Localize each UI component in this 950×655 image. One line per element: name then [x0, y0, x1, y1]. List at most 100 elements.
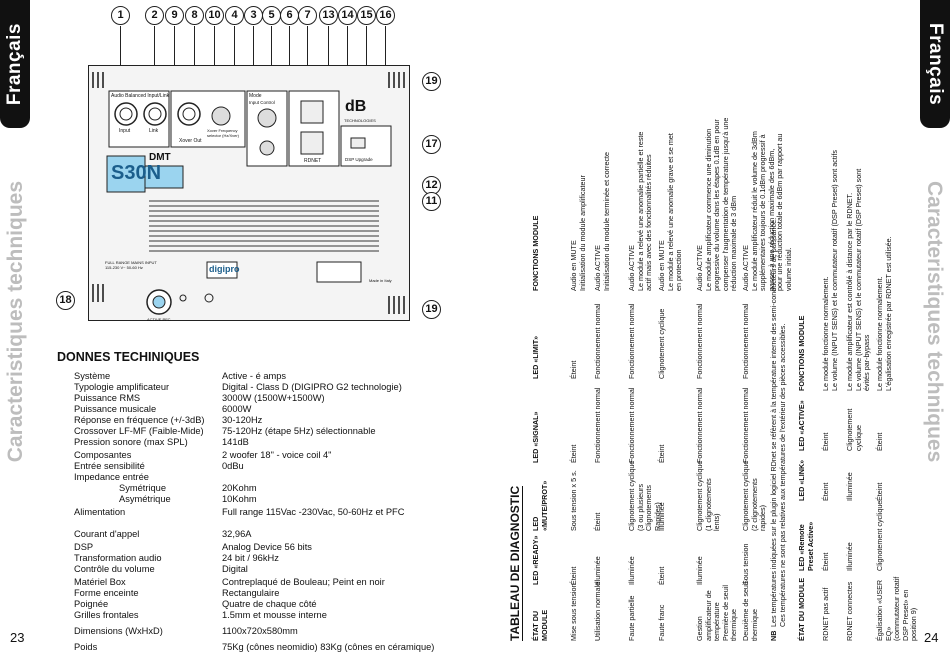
spec-value: 1100x720x580mm [222, 626, 298, 636]
callout-leader [289, 26, 290, 88]
spec-label: Réponse en fréquence (+/-3dB) [74, 415, 205, 425]
spec-label: Matériel Box [74, 577, 126, 587]
callout-number: 19 [422, 72, 441, 91]
table1-cell: Illuminée [695, 556, 704, 585]
callout-number: 17 [422, 135, 441, 154]
callout-number: 5 [262, 6, 281, 25]
spec-value: 6000W [222, 404, 252, 414]
callout-leader [366, 26, 367, 88]
table1-header: LED «MUTE/PROT» [531, 480, 549, 531]
table1-cell: Illuminée [593, 556, 602, 585]
spec-label: Asymétrique [119, 494, 171, 504]
table1-cell: Fonctionnement normal [741, 303, 750, 379]
callout-number: 8 [185, 6, 204, 25]
table1-cell: Éteint [593, 512, 602, 531]
callout-number: 1 [111, 6, 130, 25]
table1-cell: Éteint [569, 444, 578, 463]
spec-label: DSP [74, 542, 94, 552]
callout-number: 2 [145, 6, 164, 25]
spec-value: Active - é amps [222, 371, 287, 381]
panel-model-label: S30N [111, 162, 162, 184]
language-tab-left: Français [0, 0, 30, 128]
panel-rdnet-label: RDNET [304, 158, 322, 164]
callout-leader [154, 26, 155, 92]
side-title-text: Caracteristiques techniques [923, 181, 946, 463]
note-text: Les températures indiquées sur le plugin… [769, 217, 787, 627]
callout-leader [174, 26, 175, 96]
table1-cell: Deuxième de seuil thermique [741, 581, 759, 641]
spec-label: Typologie amplificateur [74, 382, 170, 392]
table1-cell: Audio en MUTE Initialisation du module a… [569, 175, 587, 291]
spec-value: Digital - Class D (DIGIPRO G2 technologi… [222, 382, 402, 392]
spec-value: Digital [222, 564, 248, 574]
spec-value: 24 bit / 96kHz [222, 553, 279, 563]
table1-cell: Clignotement cyclique (2 clignotements r… [741, 460, 768, 531]
table2-cell: Le module fonctionne normalement. L'égal… [875, 236, 893, 391]
table2-cell: Éteint [821, 432, 830, 451]
table2-cell: Illuminée [845, 542, 854, 571]
spec-label: Poignée [74, 599, 109, 609]
table1-header: ÉTAT DU MODULE [531, 609, 549, 641]
table2-cell: Le module fonctionne normalement. Le vol… [821, 150, 839, 391]
table1-cell: Illuminée [627, 556, 636, 585]
language-tab-right: Français [920, 0, 950, 128]
table1-cell: Gestion amplificateur de température Pre… [695, 585, 739, 641]
spec-value: 30-120Hz [222, 415, 263, 425]
callout-number: 13 [319, 6, 338, 25]
table1-cell: Sous tension [741, 543, 750, 585]
callout-leader [385, 26, 386, 92]
table1-cell: Fonctionnement normal [741, 387, 750, 463]
table1-cell: Faute franc [657, 604, 666, 641]
spec-label: Puissance musicale [74, 404, 157, 414]
callout-number: 11 [422, 192, 441, 211]
table1-cell: Éteint [569, 566, 578, 585]
table2-header: FONCTIONS MODULE [797, 315, 806, 391]
spec-label: Système [74, 371, 111, 381]
callout-leader [271, 26, 272, 100]
language-tab-label: Français [4, 22, 25, 106]
page-number-left: 23 [10, 630, 25, 645]
panel-db-sub: TECHNOLOGIES [344, 118, 376, 123]
spec-label: Crossover LF-MF (Faible-Mide) [74, 426, 204, 436]
table1-header: LED «SIGNAL» [531, 411, 540, 463]
callout-leader [214, 26, 215, 88]
table1-cell: Fonctionnement normal [695, 303, 704, 379]
spec-value: 75Kg (cônes neomidio) 83Kg (cônes en cér… [222, 642, 435, 652]
spec-value: Full range 115Vac -230Vac, 50-60Hz et PF… [222, 507, 405, 517]
spec-label: Entrée sensibilité [74, 461, 145, 471]
spec-value: Contreplaqué de Bouleau; Peint en noir [222, 577, 385, 587]
table2-header: ÉTAT DU MODULE [797, 577, 806, 641]
callout-number: 15 [357, 6, 376, 25]
spec-value: 2 woofer 18" - voice coil 4" [222, 450, 332, 460]
table2-cell: Éteint [821, 552, 830, 571]
spec-value: 10Kohm [222, 494, 257, 504]
callout-number: 14 [338, 6, 357, 25]
table2-cell: Éteint [875, 432, 884, 451]
table1-cell: Audio ACTIVE Initialisation du module te… [593, 151, 611, 291]
callout-leader [253, 26, 254, 96]
callout-leader [120, 26, 121, 88]
spec-value: 32,96A [222, 529, 252, 539]
table1-cell: Sous tension x 5 s. [569, 470, 578, 531]
language-tab-label: Français [925, 22, 946, 106]
table1-cell: Audio ACTIVE Le module amplificateur com… [695, 117, 739, 291]
spec-label: Impedance entrée [74, 472, 149, 482]
spec-value: 3000W (1500W+1500W) [222, 393, 325, 403]
callout-number: 16 [376, 6, 395, 25]
table1-cell: Fonctionnement normal [593, 387, 602, 463]
table2-cell: Éteint [875, 482, 884, 501]
spec-label: Grilles frontales [74, 610, 139, 620]
callout-leader [328, 26, 329, 96]
table1-cell: Illuminée [657, 502, 666, 531]
panel-xover-out-label: Xover Out [179, 138, 202, 144]
spec-value: Rectangulaire [222, 588, 280, 598]
callout-number: 12 [422, 176, 441, 195]
spec-label: Transformation audio [74, 553, 162, 563]
panel-digipro-logo: digipro [209, 264, 240, 274]
side-title-right: Caracteristiques techniques [919, 132, 949, 512]
diagnostic-title: TABLEAU DE DIAGNOSTIC [508, 485, 523, 641]
spec-label: Alimentation [74, 507, 126, 517]
table2-header: LED «ACTIVE» [797, 400, 806, 451]
spec-value: Quatre de chaque côté [222, 599, 317, 609]
specs-title: DONNES TECHINIQUES [57, 350, 200, 364]
